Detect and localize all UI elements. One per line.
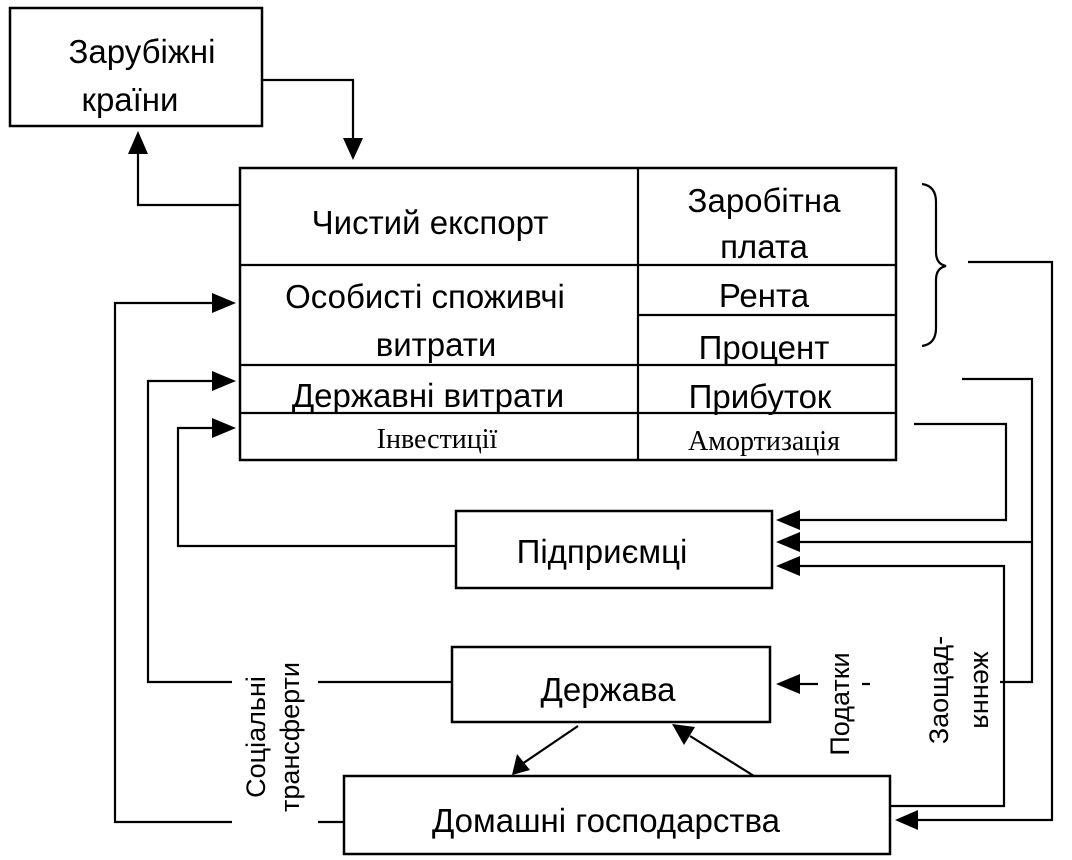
flow-foreign-to-table [262, 78, 355, 142]
arrowhead-icon [776, 674, 800, 694]
flow-households-to-consumption [113, 301, 344, 824]
entrepreneurs-box [454, 509, 774, 590]
interest-label: Процент [699, 329, 830, 366]
arrowhead-icon [212, 418, 236, 438]
households-node: Домашні господарства [342, 774, 892, 856]
income-group-brace [921, 182, 947, 348]
taxes-label-bg [818, 640, 862, 768]
taxes-label: Податки [825, 652, 855, 755]
arrowhead-icon [212, 371, 236, 391]
flow-depreciation-to-entrepreneurs [800, 422, 1008, 522]
arrowhead-icon [776, 532, 800, 552]
state-box [450, 645, 772, 724]
gdp-table: Чистий експорт Особисті споживчі витрати… [238, 166, 898, 462]
rent-label: Рента [719, 277, 810, 314]
foreign-countries-box [8, 6, 264, 128]
foreign-countries-label-line2: країни [82, 81, 179, 118]
profit-label: Прибуток [689, 378, 832, 415]
social-transfers-label-line1: Соціальні [241, 676, 271, 798]
households-label: Домашні господарства [432, 802, 781, 839]
flow-net-export-to-foreign [136, 150, 240, 207]
arrowhead-icon [212, 293, 236, 313]
flow-profit-out [962, 377, 1034, 684]
savings-label-bg [918, 608, 1000, 758]
state-label: Держава [541, 671, 677, 708]
consumption-label-line2: витрати [376, 326, 497, 363]
flow-households-to-state [689, 735, 755, 777]
state-node: Держава [450, 645, 772, 724]
savings-label-line1: Заощад- [924, 636, 954, 744]
entrepreneurs-node: Підприємці [454, 509, 774, 590]
flow-state-to-households [521, 725, 579, 765]
flow-factor-income-to-households [916, 260, 1054, 822]
consumption-label-line1: Особисті споживчі [285, 278, 565, 315]
foreign-countries-label-line1: Зарубіжні [68, 33, 215, 70]
taxes-label-group: Податки [818, 640, 862, 768]
entrepreneurs-label: Підприємці [517, 533, 688, 570]
arrowhead-icon [128, 131, 148, 154]
transfers-label-group: Соціальні трансферти [232, 648, 318, 828]
foreign-countries-node: Зарубіжні країни [8, 6, 264, 128]
arrowhead-icon [895, 810, 918, 830]
transfers-label-bg [232, 648, 318, 828]
arrowhead-icon [512, 754, 530, 775]
arrowhead-icon [776, 556, 800, 576]
arrowhead-icon [672, 724, 695, 745]
savings-label-line2: ження [968, 651, 998, 729]
flow-entrepreneurs-to-investment [176, 426, 456, 548]
wages-label-line1: Заробітна [688, 182, 842, 219]
households-box [342, 774, 892, 856]
government-spending-label: Державні витрати [292, 377, 564, 414]
net-export-label: Чистий експорт [312, 204, 549, 241]
investment-label: Інвестиції [377, 424, 498, 455]
flow-savings-to-entrepreneurs [800, 564, 1006, 808]
depreciation-label: Амортизація [688, 426, 840, 457]
social-transfers-label-line2: трансферти [275, 662, 305, 812]
savings-label-group: Заощад- ження [918, 608, 1000, 758]
wages-label-line2: плата [720, 228, 808, 265]
arrowhead-icon [776, 510, 800, 530]
arrowhead-icon [343, 138, 363, 160]
